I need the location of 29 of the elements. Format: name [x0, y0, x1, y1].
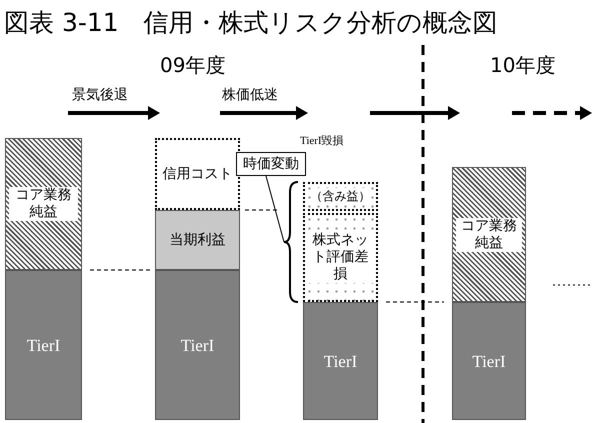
text-label: 株価低迷 [222, 86, 278, 104]
segment-label: 信用コスト [162, 166, 232, 182]
stacked-bar-segment [303, 182, 378, 211]
text-label: 10年度 [490, 52, 556, 79]
stacked-bar-segment [155, 210, 240, 270]
stacked-bar-segment [452, 302, 526, 420]
diagram-title: 図表 3-11 信用・株式リスク分析の概念図 [4, 7, 498, 39]
text-label: TierI毀損 [300, 134, 344, 148]
callout-box [236, 152, 306, 176]
segment-label: コア業務純益 [9, 187, 78, 221]
segment-label: コア業務純益 [456, 218, 522, 252]
curly-brace [283, 181, 299, 303]
stacked-bar-segment [303, 302, 378, 420]
segment-label: TierI [26, 336, 60, 354]
leader-line [266, 176, 284, 242]
segment-label: 時価変動 [243, 156, 299, 172]
stacked-bar-segment [155, 138, 240, 210]
text-label: 09年度 [160, 52, 226, 79]
stacked-bar-segment [5, 270, 82, 420]
segment-label: TierI [472, 352, 506, 370]
stacked-bar-segment [5, 138, 82, 270]
stacked-bar-segment [155, 270, 240, 420]
segment-label: TierI [180, 336, 214, 354]
stacked-bar-segment [452, 167, 526, 302]
segment-label: 当期利益 [170, 232, 226, 248]
text-label: 景気後退 [72, 86, 128, 104]
segment-label: TierI [324, 352, 358, 370]
stacked-bar-segment [303, 213, 378, 302]
segment-label: 株式ネット評価差損 [307, 232, 374, 283]
